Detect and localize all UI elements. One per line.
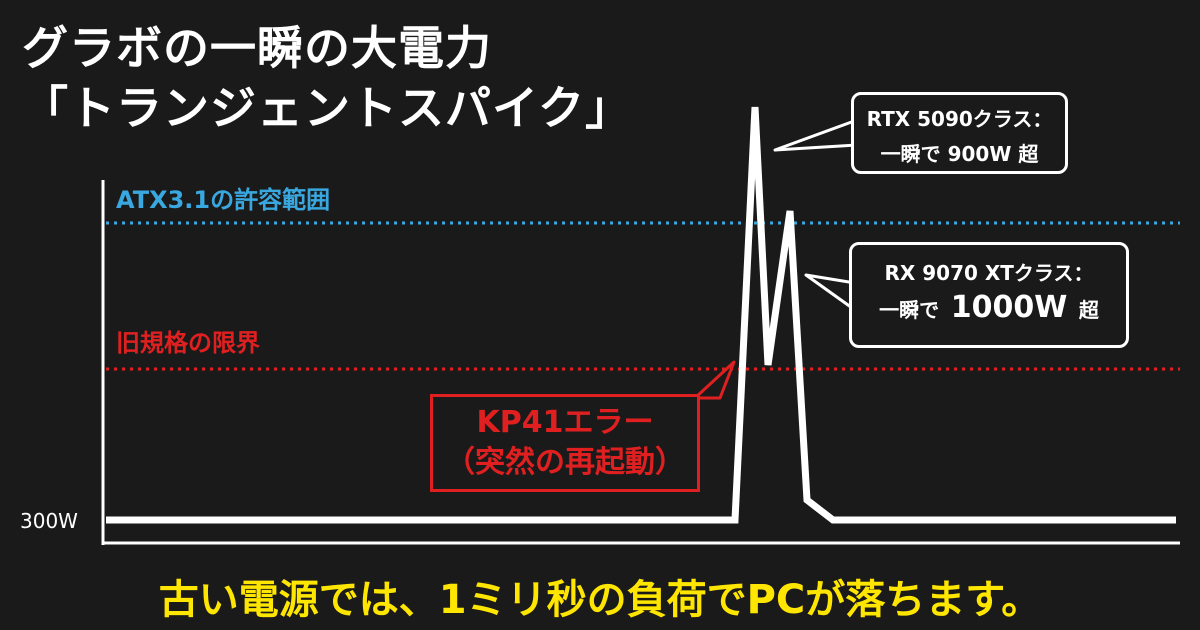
callout-1-pointer [773,118,859,152]
y-tick-300w: 300W [20,509,78,533]
title-line-1: グラボの一瞬の大電力 [22,21,492,75]
footer-caption: 古い電源では、1ミリ秒の負荷でPCが落ちます。 [158,577,1042,623]
atx-threshold-label: ATX3.1の許容範囲 [116,186,331,214]
callout-2-pointer [804,273,857,312]
rx-callout-line-1: RX 9070 XTクラス： [884,261,1094,285]
rtx-callout-line-2: 一瞬で 900W 超 [880,142,1039,166]
rx-9070xt-callout: RX 9070 XTクラス： 一瞬で 1000W 超 [849,242,1129,348]
rx-callout-post: 超 [1078,298,1099,322]
rx-callout-line-2: 一瞬で 1000W 超 [852,290,1126,325]
kp41-error-box: KP41エラー （突然の再起動） [430,394,700,492]
rx-callout-value: 1000W [950,290,1068,325]
legacy-threshold-label: 旧規格の限界 [116,329,260,357]
power-series-line [106,106,1176,524]
rtx-5090-callout: RTX 5090クラス： 一瞬で 900W 超 [851,92,1068,174]
rtx-callout-line-1: RTX 5090クラス： [866,107,1053,131]
error-line-1: KP41エラー [476,405,654,440]
error-pointer [693,360,736,400]
error-line-2: （突然の再起動） [445,445,685,480]
title-line-2: 「トランジェントスパイク」 [22,81,633,135]
chart-title: グラボの一瞬の大電力 「トランジェントスパイク」 [22,18,632,138]
rx-callout-pre: 一瞬で [879,298,940,322]
